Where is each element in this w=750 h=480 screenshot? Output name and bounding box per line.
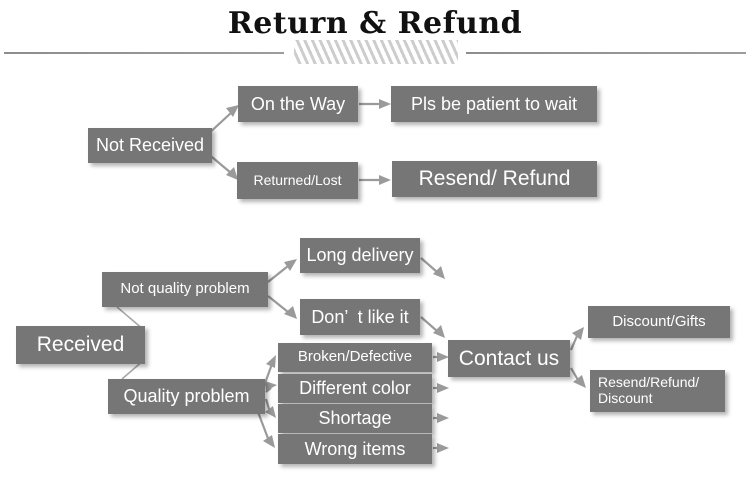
header-rule-right — [466, 52, 746, 54]
node-not-received[interactable]: Not Received — [88, 128, 212, 163]
node-different-color[interactable]: Different color — [278, 374, 432, 403]
node-on-the-way[interactable]: On the Way — [238, 86, 358, 122]
node-resend-refund-discount[interactable]: Resend/Refund/ Discount — [590, 370, 725, 412]
node-quality-problem[interactable]: Quality problem — [108, 379, 265, 414]
node-contact-us[interactable]: Contact us — [448, 340, 570, 377]
node-received[interactable]: Received — [16, 326, 145, 364]
node-shortage[interactable]: Shortage — [278, 404, 432, 433]
diagonal-hatch-ornament-icon — [294, 40, 458, 64]
header-rule-left — [4, 52, 284, 54]
page-title: Return & Refund — [227, 6, 523, 41]
node-broken-defective[interactable]: Broken/Defective — [278, 343, 432, 372]
node-long-delivery[interactable]: Long delivery — [300, 238, 420, 273]
node-discount-gifts[interactable]: Discount/Gifts — [588, 306, 730, 338]
node-returned-lost[interactable]: Returned/Lost — [237, 162, 358, 199]
node-wrong-items[interactable]: Wrong items — [278, 434, 432, 464]
node-dont-like-it[interactable]: Don’ t like it — [300, 299, 420, 335]
node-not-quality-problem[interactable]: Not quality problem — [102, 272, 268, 307]
node-resend-refund[interactable]: Resend/ Refund — [392, 161, 597, 197]
node-pls-be-patient-to-wait[interactable]: Pls be patient to wait — [391, 86, 597, 122]
